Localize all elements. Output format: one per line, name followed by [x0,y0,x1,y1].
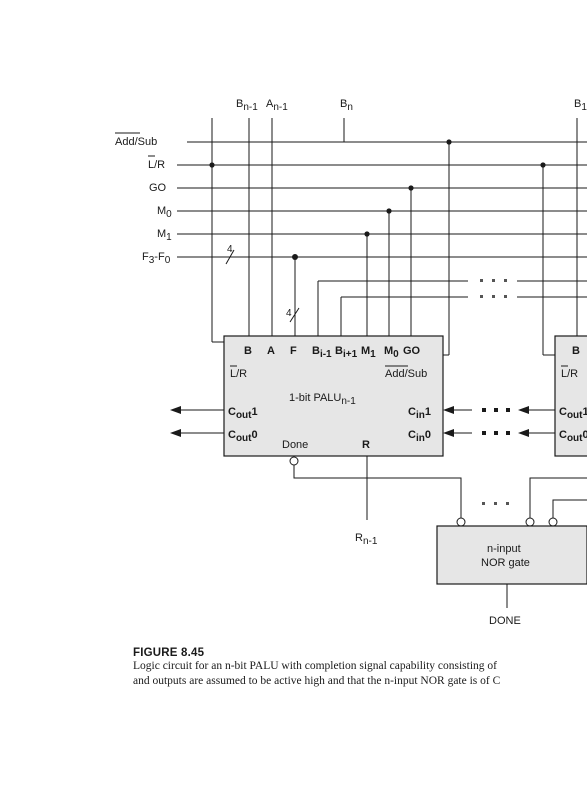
bus-width-label-top: 4 [227,244,233,255]
palu-title: 1-bit PALUn-1 [289,392,356,407]
pin-cout1: Cout1 [228,406,258,421]
figure-caption: FIGURE 8.45 Logic circuit for an n-bit P… [133,647,587,689]
label-done: DONE [489,615,521,627]
right-pin-cout0: Cout0 [559,429,587,444]
ellipsis-dot [506,408,510,412]
ellipsis-dot [504,295,507,298]
caption-line-1: Logic circuit for an n-bit PALU with com… [133,660,497,672]
pin-cin0: Cin0 [408,429,431,444]
label-r-n-1: Rn-1 [355,532,378,547]
arrow-cin0 [443,429,454,437]
palu-block-right [554,335,587,457]
nor-input-bubble [525,517,535,527]
ellipsis-dot [494,408,498,412]
nor-gate-label-2: NOR gate [481,557,530,569]
ellipsis-dot [482,502,485,505]
signal-f-label: F3-F0 [142,251,171,266]
arrow-cin0-right [518,429,529,437]
nor-input-bubble [456,517,466,527]
signal-m1-label: M1 [157,228,172,243]
palu-circuit-diagram: Bn-1 An-1 Bn B1 Add/Sub L/R GO M0 M1 F3-… [115,98,587,627]
label-b-1: B1 [574,98,587,113]
caption-line-2: and outputs are assumed to be active hig… [133,675,501,687]
pin-go: GO [403,345,421,357]
wire-done-right-2 [552,499,587,518]
right-pin-l-r: L/R [561,368,578,380]
signal-add-sub-label: Add/Sub [115,136,157,148]
ellipsis-dot [506,431,510,435]
pin-b-i-plus-1: Bi+1 [335,345,358,360]
pin-cout0: Cout0 [228,429,258,444]
pin-b: B [244,345,252,357]
ellipsis-dot [482,431,486,435]
ellipsis-dot [506,502,509,505]
ellipsis-dot [494,502,497,505]
junction [540,162,546,168]
junction [386,208,392,214]
junction [446,139,452,145]
junction [292,254,298,260]
arrow-cout0 [170,429,181,437]
junction [408,185,414,191]
pin-f: F [290,345,297,357]
ellipsis-dot [480,279,483,282]
signal-l-r-label: L/R [148,159,165,171]
bus-width-label-mid: 4 [286,308,292,319]
pin-a: A [267,345,275,357]
ellipsis-dot [492,295,495,298]
wire-done-to-nor [293,465,462,518]
bus-slash-f [225,249,235,265]
ellipsis-dot [480,295,483,298]
ellipsis-dot [494,431,498,435]
arrow-cin1-right [518,406,529,414]
done-bubble [289,456,299,466]
label-a-n-1: An-1 [266,98,288,113]
nor-gate-label-1: n-input [487,543,521,555]
pin-m1: M1 [361,345,376,360]
ellipsis-dot [492,279,495,282]
right-pin-cout1: Cout1 [559,406,587,421]
junction [364,231,370,237]
ellipsis-dot [504,279,507,282]
nor-gate-block [436,525,587,585]
pin-r: R [362,439,370,451]
signal-m0-label: M0 [157,205,172,220]
ellipsis-dot [482,408,486,412]
pin-cin1: Cin1 [408,406,431,421]
arrow-cout1 [170,406,181,414]
pin-done: Done [282,439,308,451]
right-pin-b: B [572,345,580,357]
bus-slash-f-mid [289,307,300,323]
junction [209,162,215,168]
pin-m0: M0 [384,345,399,360]
wire-done-right [529,477,587,518]
arrow-cin1 [443,406,454,414]
signal-go-label: GO [149,182,167,194]
palu-block-n-1 [223,335,444,457]
pin-b-i-minus-1: Bi-1 [312,345,332,360]
label-b-n-1: Bn-1 [236,98,258,113]
pin-add-sub: Add/Sub [385,368,427,380]
label-b-n: Bn [340,98,353,113]
figure-title: FIGURE 8.45 [133,647,205,659]
pin-l-r: L/R [230,368,247,380]
nor-input-bubble [548,517,558,527]
